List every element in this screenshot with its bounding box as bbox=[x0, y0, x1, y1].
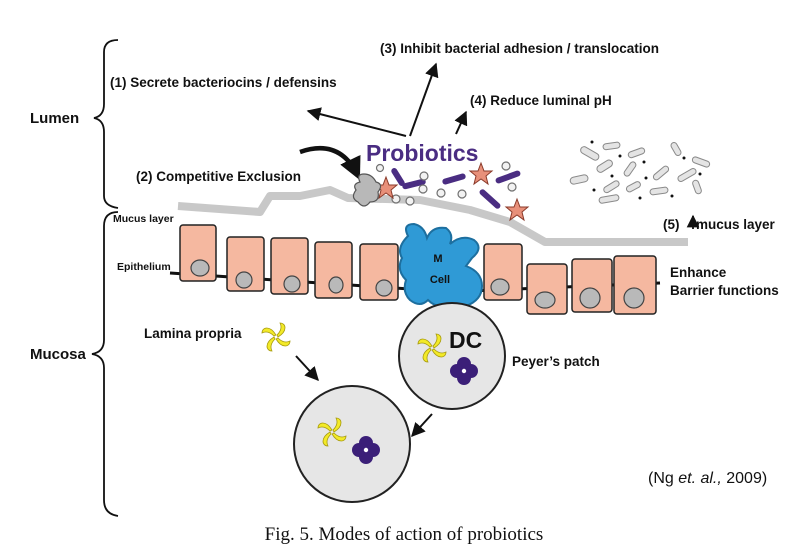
acid-bubble bbox=[375, 163, 385, 173]
bacteriocin-star-icon bbox=[504, 197, 530, 222]
bacteria-dot bbox=[642, 160, 646, 164]
probiotic-rod bbox=[402, 178, 426, 190]
acid-bubble bbox=[418, 184, 428, 194]
nucleus bbox=[490, 278, 510, 296]
bacteria-rod bbox=[649, 186, 669, 196]
mode4-label: (4) Reduce luminal pH bbox=[470, 93, 612, 108]
nucleus bbox=[375, 279, 393, 297]
probiotic-rod bbox=[391, 168, 405, 186]
enhance-label-line1: Enhance bbox=[670, 265, 727, 280]
bacteria-rod bbox=[602, 141, 621, 151]
pathogen-icon bbox=[352, 173, 382, 207]
bacteria-rod bbox=[677, 167, 697, 182]
bacteria-rod bbox=[625, 181, 641, 193]
yellow-immune-cell-icon bbox=[317, 417, 347, 447]
nucleus bbox=[190, 259, 210, 277]
mucus-layer-label: Mucus layer bbox=[113, 213, 174, 225]
m-cell-label-line1: M bbox=[433, 253, 442, 265]
bacteriocin-star-icon bbox=[468, 161, 494, 186]
bacteria-rod bbox=[603, 180, 620, 194]
probiotics-cluster bbox=[352, 161, 530, 222]
lumen-label: Lumen bbox=[30, 110, 79, 127]
lumen-bracket-icon bbox=[93, 39, 119, 209]
probiotic-rod bbox=[479, 189, 501, 209]
peyers-patch-follicle bbox=[398, 302, 506, 410]
mode2-label: (2) Competitive Exclusion bbox=[136, 169, 301, 184]
acid-bubble bbox=[419, 171, 429, 181]
yellow-immune-cell-icon bbox=[417, 333, 447, 363]
acid-bubble bbox=[391, 194, 401, 204]
nucleus bbox=[328, 276, 344, 294]
m-cell-label-line2: Cell bbox=[430, 274, 450, 286]
acid-bubble bbox=[436, 188, 446, 198]
bacteria-dot bbox=[698, 172, 702, 176]
epithelium-label: Epithelium bbox=[117, 261, 171, 273]
bacteria-dot bbox=[670, 194, 674, 198]
peyers-to-follicle-arrow bbox=[411, 413, 433, 438]
bacteria-rod bbox=[623, 161, 637, 177]
bacteria-dot bbox=[638, 196, 642, 200]
cell-nuclei bbox=[190, 259, 645, 309]
nucleus bbox=[283, 275, 301, 293]
mode5-prefix: (5) bbox=[663, 217, 680, 232]
bacteria-rod bbox=[569, 174, 589, 185]
acid-bubble bbox=[507, 182, 517, 192]
bacteria-dot bbox=[682, 156, 686, 160]
acid-bubble bbox=[501, 161, 511, 171]
nucleus bbox=[623, 287, 645, 309]
citation-close: 2009) bbox=[722, 470, 767, 487]
probiotic-rod bbox=[495, 170, 521, 184]
m-cell bbox=[398, 222, 484, 310]
bacteria-rod bbox=[691, 156, 711, 168]
dendritic-cell-icon bbox=[450, 357, 478, 385]
mode1-arrow bbox=[306, 107, 407, 137]
lymph-follicle bbox=[293, 385, 411, 503]
citation-open: (Ng bbox=[648, 470, 678, 487]
mucosa-label: Mucosa bbox=[30, 346, 87, 363]
acid-bubble bbox=[457, 189, 467, 199]
figure-caption: Fig. 5. Modes of action of probiotics bbox=[265, 524, 544, 545]
bacteria-rod bbox=[627, 147, 646, 159]
bacteria-dot bbox=[590, 140, 594, 144]
mucus-layer-line bbox=[177, 186, 688, 246]
bacteria-rod bbox=[692, 179, 702, 195]
bacteria-rod bbox=[580, 146, 600, 161]
bacteria-rod bbox=[598, 194, 620, 204]
dc-label: DC bbox=[449, 327, 482, 353]
probiotics-title: Probiotics bbox=[366, 140, 478, 166]
nucleus bbox=[579, 287, 601, 309]
probiotic-rod bbox=[442, 173, 466, 185]
mucosa-bracket-icon bbox=[91, 211, 119, 517]
nucleus bbox=[534, 291, 556, 309]
mode3-label: (3) Inhibit bacterial adhesion / translo… bbox=[380, 41, 659, 56]
acid-bubble bbox=[405, 196, 415, 206]
dendritic-cell-icon bbox=[352, 436, 380, 464]
peyers-patch-label: Peyer’s patch bbox=[512, 354, 600, 369]
citation: (Ng et. al., 2009) bbox=[648, 470, 767, 487]
bacteria-rod bbox=[596, 159, 613, 173]
bacteria-dot bbox=[610, 174, 614, 178]
enhance-label-line2: Barrier functions bbox=[670, 283, 779, 298]
nucleus bbox=[235, 271, 253, 289]
competitive-exclusion-arrow bbox=[299, 146, 361, 181]
mode4-arrow bbox=[454, 110, 468, 135]
bacteria-dot bbox=[592, 188, 596, 192]
mode3-arrow bbox=[409, 62, 439, 137]
pathogenic-bacteria-cluster bbox=[569, 140, 711, 204]
bacteria-dot bbox=[618, 154, 622, 158]
bacteria-rod bbox=[652, 165, 670, 181]
mode1-label: (1) Secrete bacteriocins / defensins bbox=[110, 75, 337, 90]
bacteria-rod bbox=[670, 142, 682, 156]
lamina-to-follicle-arrow bbox=[295, 355, 319, 382]
bacteria-dot bbox=[644, 176, 648, 180]
citation-italic: et. al., bbox=[678, 470, 722, 487]
yellow-immune-cell-icon bbox=[261, 322, 291, 352]
lamina-propria-label: Lamina propria bbox=[144, 326, 242, 341]
mode5-label: mucus layer bbox=[696, 217, 776, 232]
